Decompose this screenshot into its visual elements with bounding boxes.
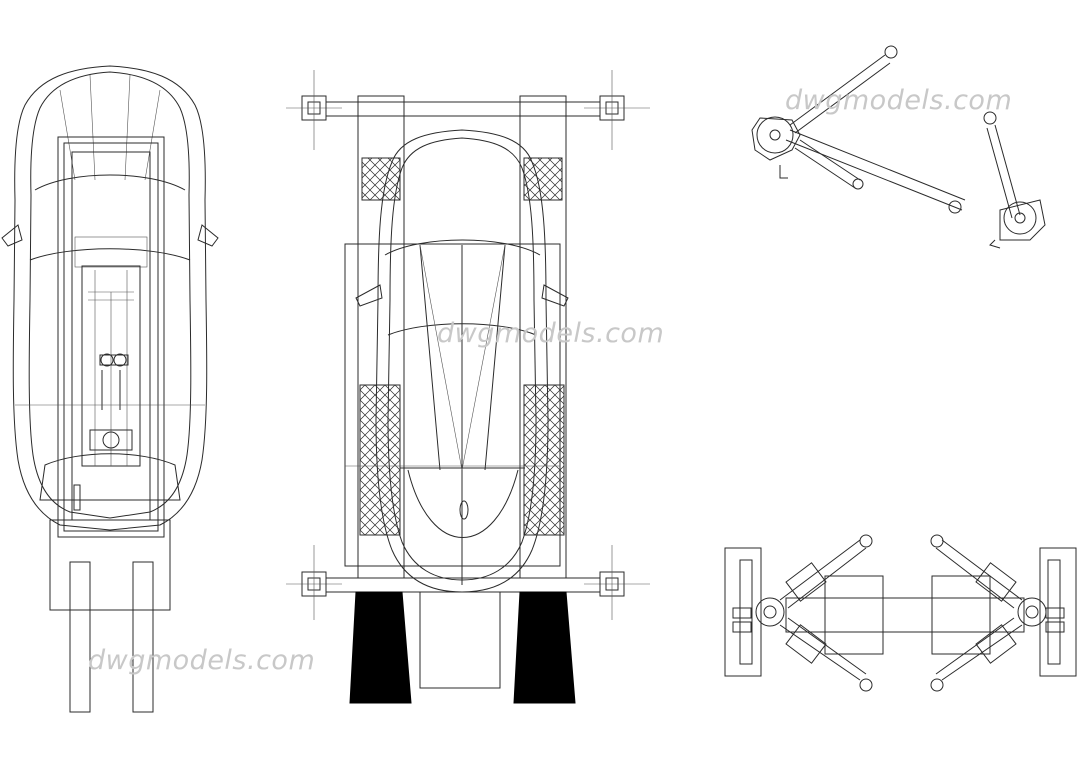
car-top-view-with-lift-icon: [1, 65, 219, 713]
watermark-bottom-left: dwgmodels.com: [88, 645, 316, 676]
watermark-top-right: dwgmodels.com: [785, 85, 1013, 116]
lift-arm-angled-icon: [751, 45, 1046, 249]
car-on-four-post-lift-icon: [286, 70, 650, 704]
watermark-center: dwgmodels.com: [437, 318, 665, 349]
two-post-lift-plan-icon: [724, 534, 1077, 692]
